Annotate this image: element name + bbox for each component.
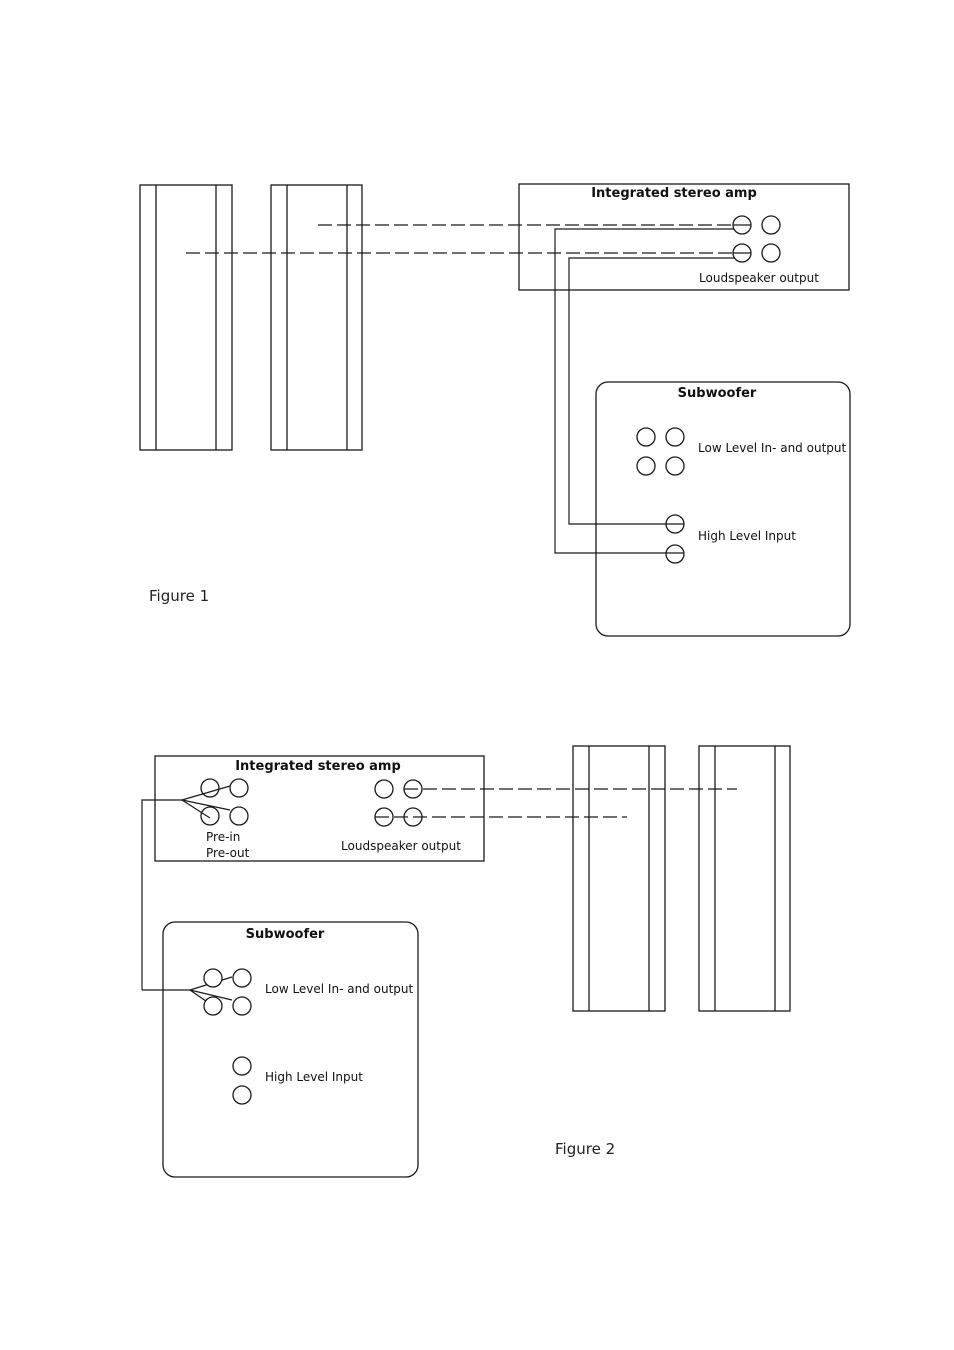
pre-in-label: Pre-in — [206, 830, 240, 844]
speaker-left — [140, 185, 232, 450]
high-level-label: High Level Input — [265, 1070, 363, 1084]
pre-in-jack-icon — [230, 779, 248, 797]
low-level-jack-icon — [204, 997, 222, 1015]
low-level-label: Low Level In- and output — [698, 441, 846, 455]
pre-out-label: Pre-out — [206, 846, 250, 860]
loudspeaker-output-label: Loudspeaker output — [699, 271, 819, 285]
figure-1: Integrated stereo amp Loudspeaker output… — [140, 184, 850, 636]
subwoofer-title: Subwoofer — [246, 927, 325, 942]
high-level-jack-icon — [666, 545, 684, 563]
speaker-right — [699, 746, 790, 1011]
pre-out-jack-icon — [201, 807, 219, 825]
low-level-jack-icon — [666, 428, 684, 446]
amp-title: Integrated stereo amp — [235, 759, 401, 774]
low-level-jack-icon — [666, 457, 684, 475]
loudspeaker-terminal-icon — [375, 780, 393, 798]
low-level-jack-icon — [233, 997, 251, 1015]
amp-title: Integrated stereo amp — [591, 186, 757, 201]
figure-2-caption: Figure 2 — [555, 1140, 615, 1158]
subwoofer-title: Subwoofer — [678, 386, 757, 401]
loudspeaker-terminal-icon — [762, 216, 780, 234]
figure-1-caption: Figure 1 — [149, 587, 209, 605]
pre-out-jack-icon — [230, 807, 248, 825]
low-level-wire — [142, 800, 182, 990]
subwoofer-box — [596, 382, 850, 636]
loudspeaker-terminal-icon — [762, 244, 780, 262]
high-level-label: High Level Input — [698, 529, 796, 543]
low-level-jack-icon — [637, 457, 655, 475]
loudspeaker-output-label: Loudspeaker output — [341, 839, 461, 853]
pre-in-jack-icon — [201, 779, 219, 797]
low-level-jack-icon — [204, 969, 222, 987]
low-level-jack-icon — [233, 969, 251, 987]
high-level-jack-icon — [233, 1057, 251, 1075]
low-level-label: Low Level In- and output — [265, 982, 413, 996]
subwoofer-box — [163, 922, 418, 1177]
low-level-jack-icon — [637, 428, 655, 446]
high-level-jack-icon — [233, 1086, 251, 1104]
figure-2: Integrated stereo amp Pre-in Pre-out Lou… — [142, 746, 790, 1177]
speaker-left — [573, 746, 665, 1011]
